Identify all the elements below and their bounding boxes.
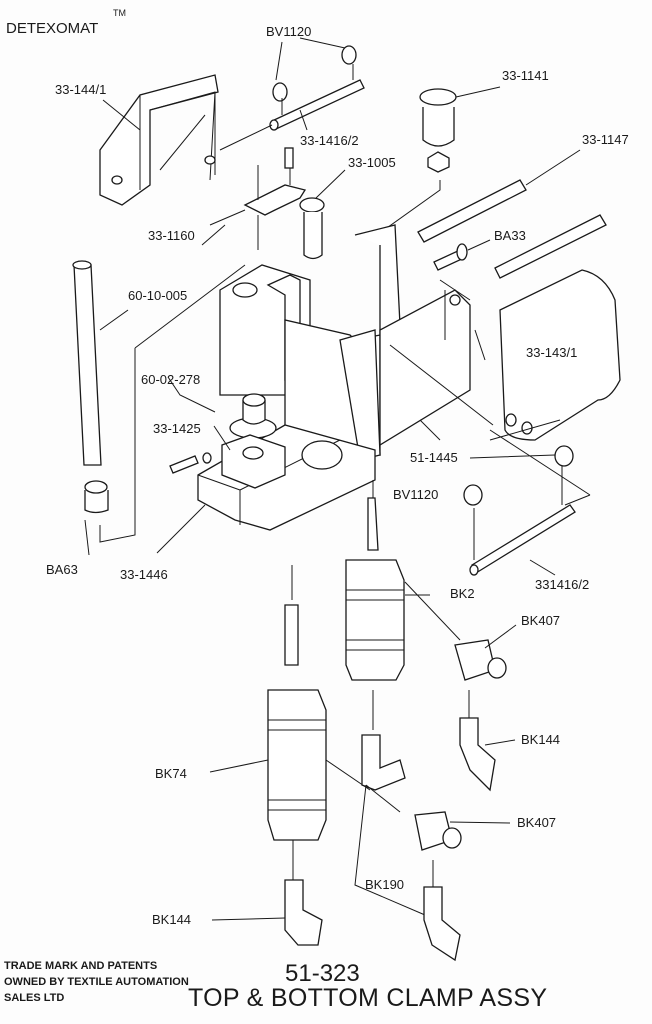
label-bv1120-top: BV1120 [266,24,312,39]
trademark-note: TRADE MARK AND PATENTS OWNED BY TEXTILE … [4,958,189,1006]
label-33-1416-2: 33-1416/2 [300,133,359,148]
part-33-1005 [299,169,346,260]
screw-ba33 [433,239,491,271]
pin-33-1416-2 [219,45,365,151]
label-bk74: BK74 [155,766,187,781]
cylinder-bk2 [345,480,461,730]
label-33-1446: 33-1446 [120,567,168,582]
label-60-10-005: 60-10-005 [128,288,188,303]
fitting-bk144-left [284,879,323,946]
label-33-1005: 33-1005 [348,155,396,170]
label-bk407-top: BK407 [521,613,561,628]
trademark-symbol: TM [113,8,126,18]
label-33-1160: 33-1160 [148,228,195,243]
label-ba33: BA33 [494,228,526,243]
rod-33-1147 [417,149,607,279]
block-33-1425 [169,434,286,489]
label-bk144-left: BK144 [152,912,192,927]
label-51-1445: 51-1445 [410,450,458,465]
knob-33-1141 [369,86,501,241]
label-bk144-right: BK144 [521,732,561,747]
label-ba63: BA63 [46,562,78,577]
label-33-1147: 33-1147 [582,132,629,147]
label-331416-2: 331416/2 [535,577,590,592]
fitting-bk407-bottom [414,811,462,851]
label-bk407-bottom: BK407 [517,815,557,830]
plate-33-1160 [209,147,307,250]
label-bv1120-bottom: BV1120 [393,487,439,502]
label-60-02-278: 60-02-278 [141,372,201,387]
trademark-note-line: OWNED BY TEXTILE AUTOMATION [4,976,189,988]
pin-331416-2 [463,429,591,576]
assembly-part-number: 51-323 [285,960,360,987]
fitting-bk190 [354,734,426,916]
fitting-bk407-top [454,639,507,681]
label-bk190: BK190 [365,877,405,892]
frame-51-1445 [219,224,471,461]
bracket-33-144-1 [99,74,219,206]
trademark-note-line: SALES LTD [4,992,65,1004]
cylinder-bk74 [267,565,371,880]
fitting-bk144-right [459,690,496,792]
leader-lines [84,37,556,921]
bushing-60-02-278 [229,393,277,439]
label-33-1425: 33-1425 [153,421,201,436]
bushing-ba63 [84,480,109,514]
label-33-144-1: 33-144/1 [55,82,107,97]
fitting-bk144-bottom [423,860,461,962]
plate-33-143-1 [389,269,621,441]
rod-60-10-005 [72,260,246,543]
label-33-1141: 33-1141 [502,68,549,83]
label-bk2: BK2 [450,586,475,601]
assembly-title: TOP & BOTTOM CLAMP ASSY [188,984,548,1012]
brand-name: DETEXOMAT [6,20,99,37]
label-33-143-1: 33-143/1 [526,345,578,360]
trademark-note-line: TRADE MARK AND PATENTS [4,960,158,972]
